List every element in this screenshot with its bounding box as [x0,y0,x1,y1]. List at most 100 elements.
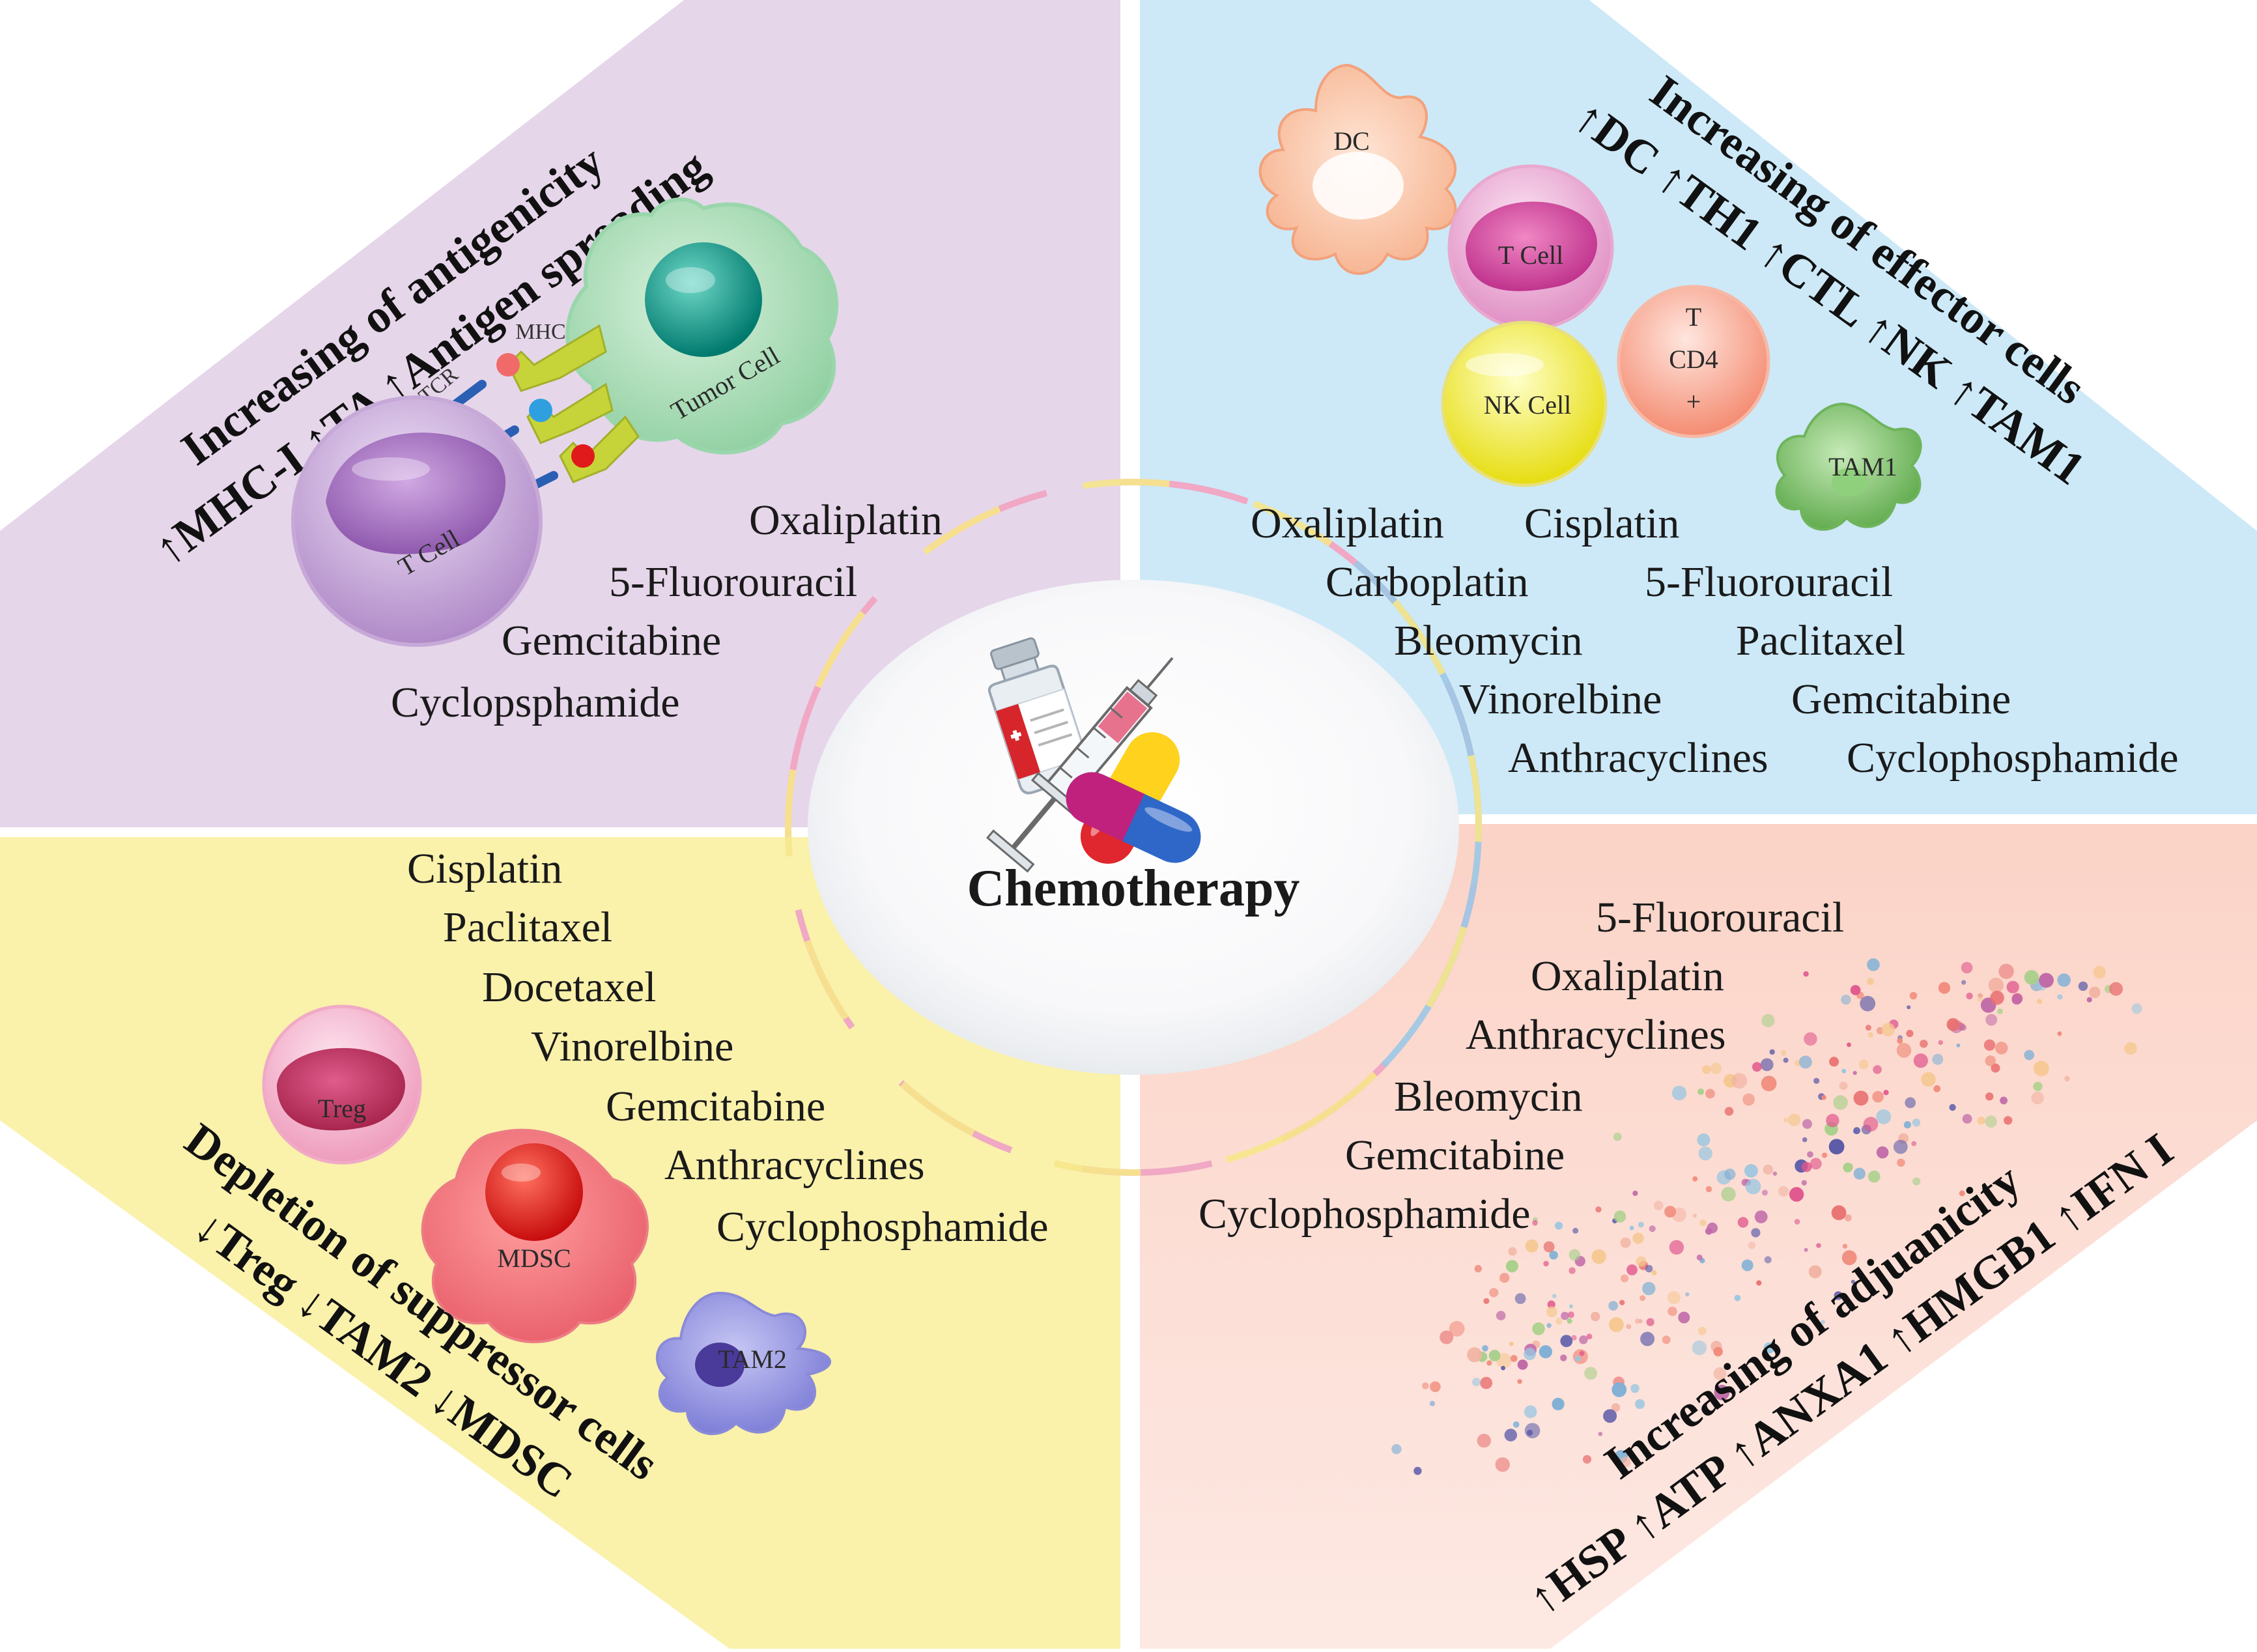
particle [1517,1379,1522,1384]
particle [1567,1311,1574,1318]
particle [1754,1210,1768,1223]
particle [1649,1225,1656,1232]
drug-item: Paclitaxel [443,904,612,951]
particle [1761,1014,1775,1027]
particle [1868,1170,1881,1183]
particle [1912,1118,1921,1127]
particle [1933,1085,1941,1092]
particle [1430,1381,1441,1393]
particle [2089,986,2101,999]
particle [2131,1003,2142,1014]
damp-particles [1391,958,2142,1475]
particle [1671,1085,1687,1101]
particle [1769,1049,1775,1055]
particle [1512,1421,1520,1428]
drug-item: Cyclopsphamide [391,679,680,726]
suppressor-drug-list: Cisplatin Paclitaxel Docetaxel Vinorelbi… [407,845,1049,1251]
particle [1873,1065,1882,1074]
particle [1977,996,1983,1002]
particle [2086,997,2092,1003]
particle [1440,1330,1454,1345]
particle [1959,1190,1965,1197]
particle [1699,1219,1707,1227]
drug-item: Anthracyclines [1466,1011,1726,1059]
mdsc-label: MDSC [497,1244,571,1273]
drug-item: 5-Fluorouracil [609,558,857,606]
particle [2024,1049,2035,1061]
particle [1949,1104,1956,1111]
particle [1667,1291,1681,1305]
particle [1702,1065,1711,1074]
particle [1896,1043,1912,1058]
particle [1560,1335,1573,1348]
particle [1591,1249,1606,1264]
particle [2057,973,2071,987]
particle [1851,1279,1855,1284]
particle [1524,1348,1537,1361]
particle [1524,1405,1537,1418]
drug-item: Gemcitabine [502,617,721,664]
particle [1611,1382,1627,1397]
particle [2064,1075,2070,1082]
particle [1638,1319,1643,1324]
particle [1772,1171,1778,1176]
particle [1543,1241,1555,1253]
particle [1839,1081,1848,1090]
drug-item: Anthracyclines [1508,734,1768,782]
particle [1611,1403,1621,1412]
drug-item: Docetaxel [482,963,657,1011]
particle [1903,1121,1911,1129]
particle [1514,1293,1526,1304]
particle [1946,1018,1960,1031]
particle [1741,1259,1753,1272]
antigenicity-drug-list: Oxaliplatin 5-Fluorouracil Gemcitabine C… [391,496,943,726]
particle [1991,1063,2000,1073]
particle [1474,1264,1482,1273]
particle [1985,1092,1994,1101]
particle [1789,1187,1804,1202]
particle [1619,1300,1625,1305]
particle [1486,1360,1492,1366]
t-cd4-cell: T CD4 + [1617,285,1770,438]
tam1-label: TAM1 [1828,452,1897,481]
particle [1413,1466,1422,1475]
particle [1783,1057,1789,1063]
particle [1985,1014,1998,1026]
drug-item: 5-Fluorouracil [1645,558,1893,606]
particle [1579,1350,1585,1356]
particle [2039,973,2054,988]
center-title: Chemotherapy [967,860,1299,917]
antigen-peptide [571,444,595,468]
dashed-ring-yellow [785,479,1482,1176]
particle [1787,1113,1801,1126]
particle [1897,1038,1903,1044]
particle [1504,1429,1517,1442]
particle [1651,1270,1657,1275]
particle [1906,1029,1914,1038]
particle [1630,1384,1640,1393]
particle [1698,1146,1712,1161]
particle [1844,1214,1852,1221]
particle [2004,1116,2013,1125]
particle [1816,1243,1821,1248]
particle [1821,1095,1826,1100]
particle [1742,1093,1755,1106]
particle [2031,1091,2044,1105]
particle [1668,1306,1677,1317]
drug-item: Gemcitabine [606,1083,825,1130]
particle [1737,1217,1749,1228]
particle [1508,1247,1517,1256]
particle [1569,1304,1573,1309]
particle [1632,1190,1638,1196]
particle [1804,1247,1808,1252]
particle [1960,1024,1967,1031]
particle [1966,992,1973,1000]
particle [1850,985,1861,995]
drug-item: Oxaliplatin [1251,500,1444,547]
particle [1983,1039,1996,1051]
particle [1801,1161,1812,1173]
particle [1645,1264,1653,1273]
particle [1697,1089,1705,1095]
particle [1921,1072,1936,1087]
